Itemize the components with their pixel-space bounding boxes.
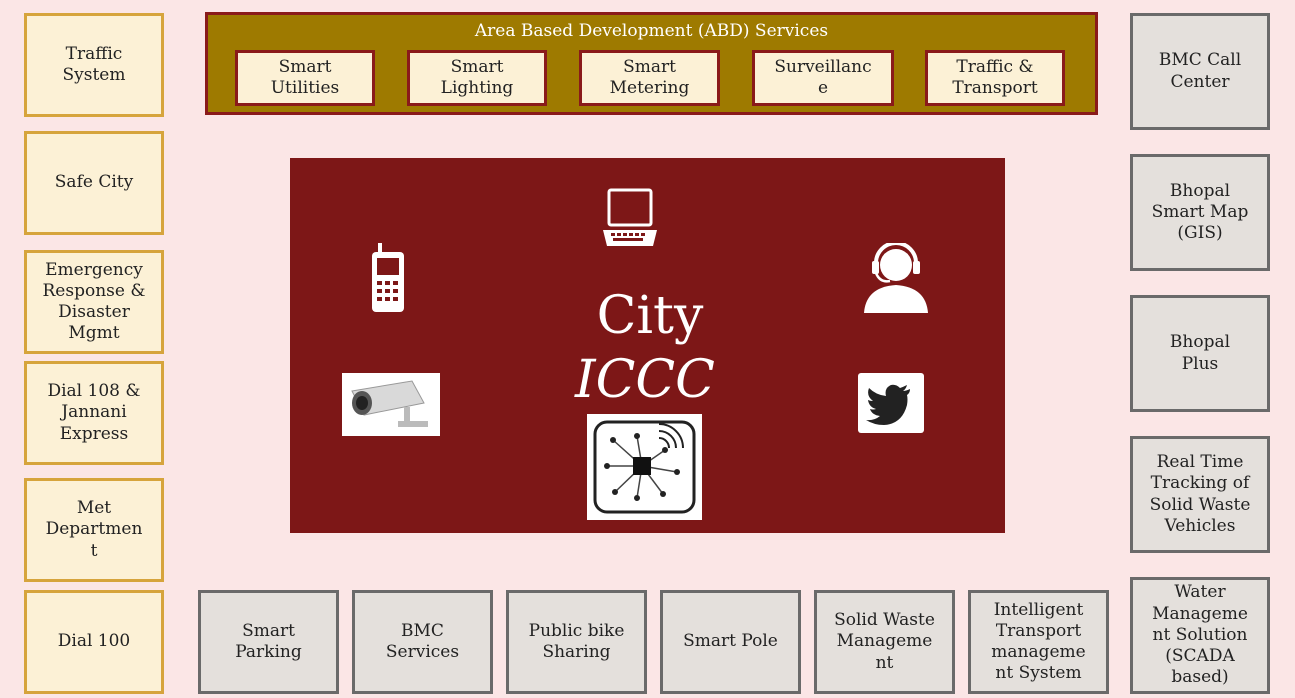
box-label: Bhopal Smart Map (GIS)	[1151, 180, 1249, 244]
box-label: Intelligent Transport manageme nt System	[991, 599, 1086, 684]
met-department-box: Met Departmen t	[24, 478, 164, 582]
mobile-phone-icon	[372, 243, 404, 312]
abd-smart-metering: Smart Metering	[579, 50, 720, 106]
abd-services-panel: Area Based Development (ABD) Services Sm…	[205, 12, 1098, 115]
abd-smart-utilities: Smart Utilities	[235, 50, 375, 106]
box-label: Public bike Sharing	[528, 620, 625, 662]
abd-label: Smart Lighting	[440, 56, 514, 98]
box-label: Bhopal Plus	[1169, 332, 1231, 374]
public-bike-sharing-box: Public bike Sharing	[506, 590, 647, 694]
box-label: Water Manageme nt Solution (SCADA based)	[1152, 582, 1248, 688]
box-label: Traffic System	[62, 43, 126, 85]
laptop-icon	[603, 188, 657, 246]
box-label: BMC Call Center	[1158, 50, 1242, 92]
bhopal-smart-map-box: Bhopal Smart Map (GIS)	[1130, 154, 1270, 271]
box-label: Solid Waste Manageme nt	[834, 610, 935, 673]
solid-waste-tracking-box: Real Time Tracking of Solid Waste Vehicl…	[1130, 436, 1270, 553]
abd-label: Smart Metering	[609, 56, 690, 98]
box-label: Safe City	[54, 172, 134, 193]
abd-label: Traffic & Transport	[952, 56, 1038, 98]
water-management-box: Water Manageme nt Solution (SCADA based)	[1130, 577, 1270, 694]
dial-100-box: Dial 100	[24, 590, 164, 694]
box-label: Real Time Tracking of Solid Waste Vehicl…	[1149, 452, 1251, 536]
abd-surveillance: Surveillanc e	[752, 50, 894, 106]
abd-smart-lighting: Smart Lighting	[407, 50, 547, 106]
box-label: Smart Pole	[683, 631, 778, 652]
box-label: Met Departmen t	[45, 498, 143, 561]
bmc-services-box: BMC Services	[352, 590, 493, 694]
cctv-camera-icon	[342, 373, 440, 436]
abd-label: Surveillanc e	[774, 56, 872, 98]
center-title-iccc: ICCC	[575, 350, 715, 410]
twitter-icon	[858, 373, 924, 433]
abd-label: Smart Utilities	[270, 56, 340, 98]
abd-title: Area Based Development (ABD) Services	[474, 21, 829, 41]
box-label: Emergency Response & Disaster Mgmt	[42, 259, 146, 344]
solid-waste-management-box: Solid Waste Manageme nt	[814, 590, 955, 694]
smart-parking-box: Smart Parking	[198, 590, 339, 694]
smart-pole-box: Smart Pole	[660, 590, 801, 694]
box-label: Smart Parking	[235, 620, 302, 662]
center-title-city: City	[596, 286, 704, 346]
iot-network-icon	[587, 414, 702, 520]
box-label: BMC Services	[385, 620, 460, 662]
safe-city-box: Safe City	[24, 131, 164, 235]
box-label: Dial 100	[57, 631, 131, 652]
call-agent-icon	[864, 243, 928, 313]
bhopal-plus-box: Bhopal Plus	[1130, 295, 1270, 412]
intelligent-transport-box: Intelligent Transport manageme nt System	[968, 590, 1109, 694]
bmc-call-center-box: BMC Call Center	[1130, 13, 1270, 130]
emergency-response-box: Emergency Response & Disaster Mgmt	[24, 250, 164, 354]
traffic-system-box: Traffic System	[24, 13, 164, 117]
dial-108-box: Dial 108 & Jannani Express	[24, 361, 164, 465]
city-iccc-panel: City ICCC	[290, 158, 1005, 533]
abd-traffic-transport: Traffic & Transport	[925, 50, 1065, 106]
box-label: Dial 108 & Jannani Express	[47, 381, 141, 444]
